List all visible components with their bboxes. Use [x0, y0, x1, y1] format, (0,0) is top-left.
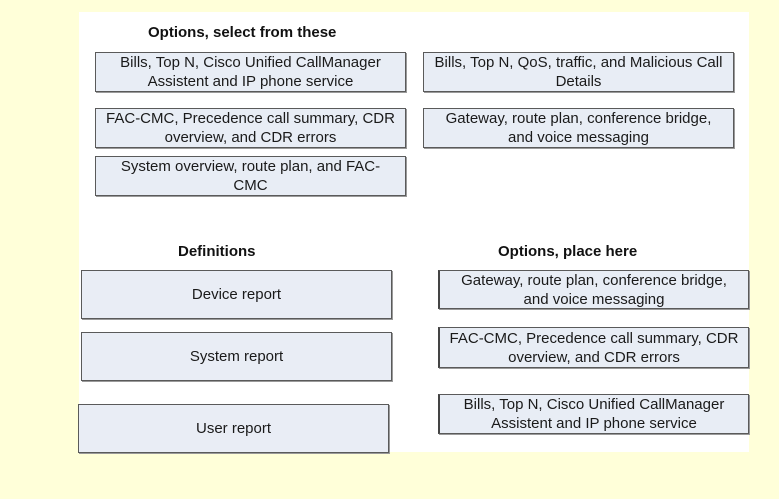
source-option-gateway[interactable]: Gateway, route plan, conference bridge, …: [423, 108, 734, 148]
definition-label: Device report: [191, 286, 282, 303]
source-option-label: FAC-CMC, Precedence call summary, CDR ov…: [106, 110, 395, 146]
placed-option-label: FAC-CMC, Precedence call summary, CDR ov…: [449, 329, 739, 366]
placed-option-label: Bills, Top N, Cisco Unified CallManager …: [463, 396, 725, 432]
drop-target-device[interactable]: Gateway, route plan, conference bridge, …: [438, 270, 749, 309]
source-option-system-overview[interactable]: System overview, route plan, and FAC-CMC: [95, 156, 406, 196]
drop-target-system[interactable]: FAC-CMC, Precedence call summary, CDR ov…: [438, 327, 749, 368]
source-option-label: Bills, Top N, QoS, traffic, and Maliciou…: [434, 54, 723, 90]
definition-device-report: Device report: [81, 270, 392, 319]
definition-system-report: System report: [81, 332, 392, 381]
source-option-fac-cmc[interactable]: FAC-CMC, Precedence call summary, CDR ov…: [95, 108, 406, 148]
definition-label: System report: [189, 348, 284, 365]
placed-option-label: Gateway, route plan, conference bridge, …: [461, 271, 727, 308]
definitions-heading: Definitions: [178, 243, 256, 260]
definition-user-report: User report: [78, 404, 389, 453]
options-select-heading: Options, select from these: [148, 24, 337, 41]
source-option-label: Gateway, route plan, conference bridge, …: [445, 110, 712, 146]
definition-label: User report: [195, 420, 272, 437]
options-place-heading: Options, place here: [498, 243, 638, 260]
source-option-label: Bills, Top N, Cisco Unified CallManager …: [120, 54, 381, 90]
source-option-bills-qos[interactable]: Bills, Top N, QoS, traffic, and Maliciou…: [423, 52, 734, 92]
source-option-label: System overview, route plan, and FAC-CMC: [120, 158, 381, 194]
source-option-bills-cisco[interactable]: Bills, Top N, Cisco Unified CallManager …: [95, 52, 406, 92]
drop-target-user[interactable]: Bills, Top N, Cisco Unified CallManager …: [438, 394, 749, 434]
